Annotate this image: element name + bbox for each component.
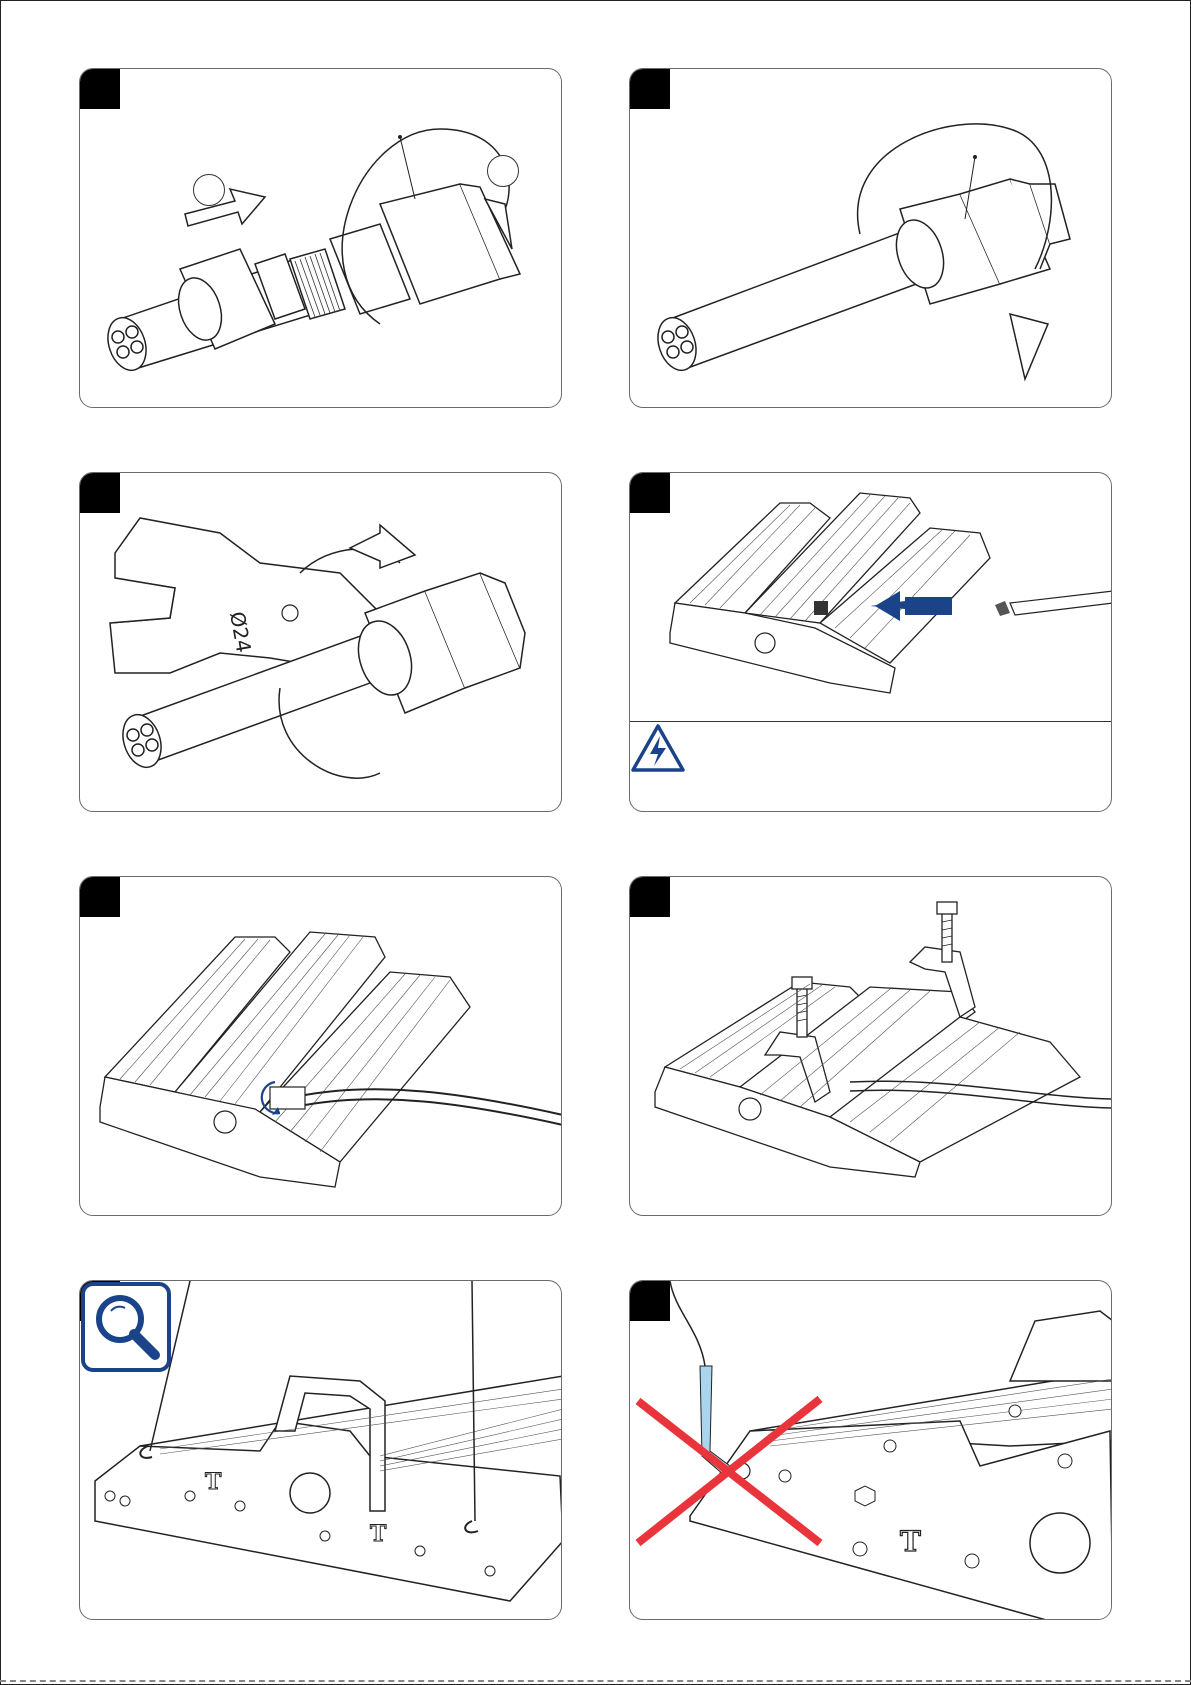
- step-1-label-b: [487, 155, 519, 187]
- step-3-panel: Ø24: [79, 472, 562, 812]
- magnifier-icon: [80, 1281, 172, 1373]
- svg-text:T: T: [900, 1525, 921, 1558]
- step-1-panel: [79, 68, 562, 408]
- step-6-panel: [629, 876, 1112, 1216]
- step-1-label-a: [193, 174, 225, 206]
- svg-text:T: T: [205, 1469, 222, 1495]
- connector-tighten-illustration: [630, 69, 1112, 408]
- step-8-panel: T: [629, 1280, 1112, 1620]
- cut-line: [0, 1680, 1191, 1682]
- fixture-connected-illustration: [80, 877, 562, 1216]
- step-7-panel: T T: [79, 1280, 562, 1620]
- warning-row: [630, 721, 1111, 812]
- fixture-connect-illustration: [630, 473, 1112, 723]
- svg-text:T: T: [370, 1521, 387, 1547]
- electric-hazard-icon: [630, 722, 686, 774]
- wrench-tighten-illustration: Ø24: [80, 473, 562, 812]
- step-2-panel: [629, 68, 1112, 408]
- step-4-panel: [629, 472, 1112, 812]
- suspension-incorrect-illustration: T: [630, 1281, 1112, 1620]
- connector-assembly-illustration: [80, 69, 562, 408]
- step-5-panel: [79, 876, 562, 1216]
- fixture-mounting-illustration: [630, 877, 1112, 1216]
